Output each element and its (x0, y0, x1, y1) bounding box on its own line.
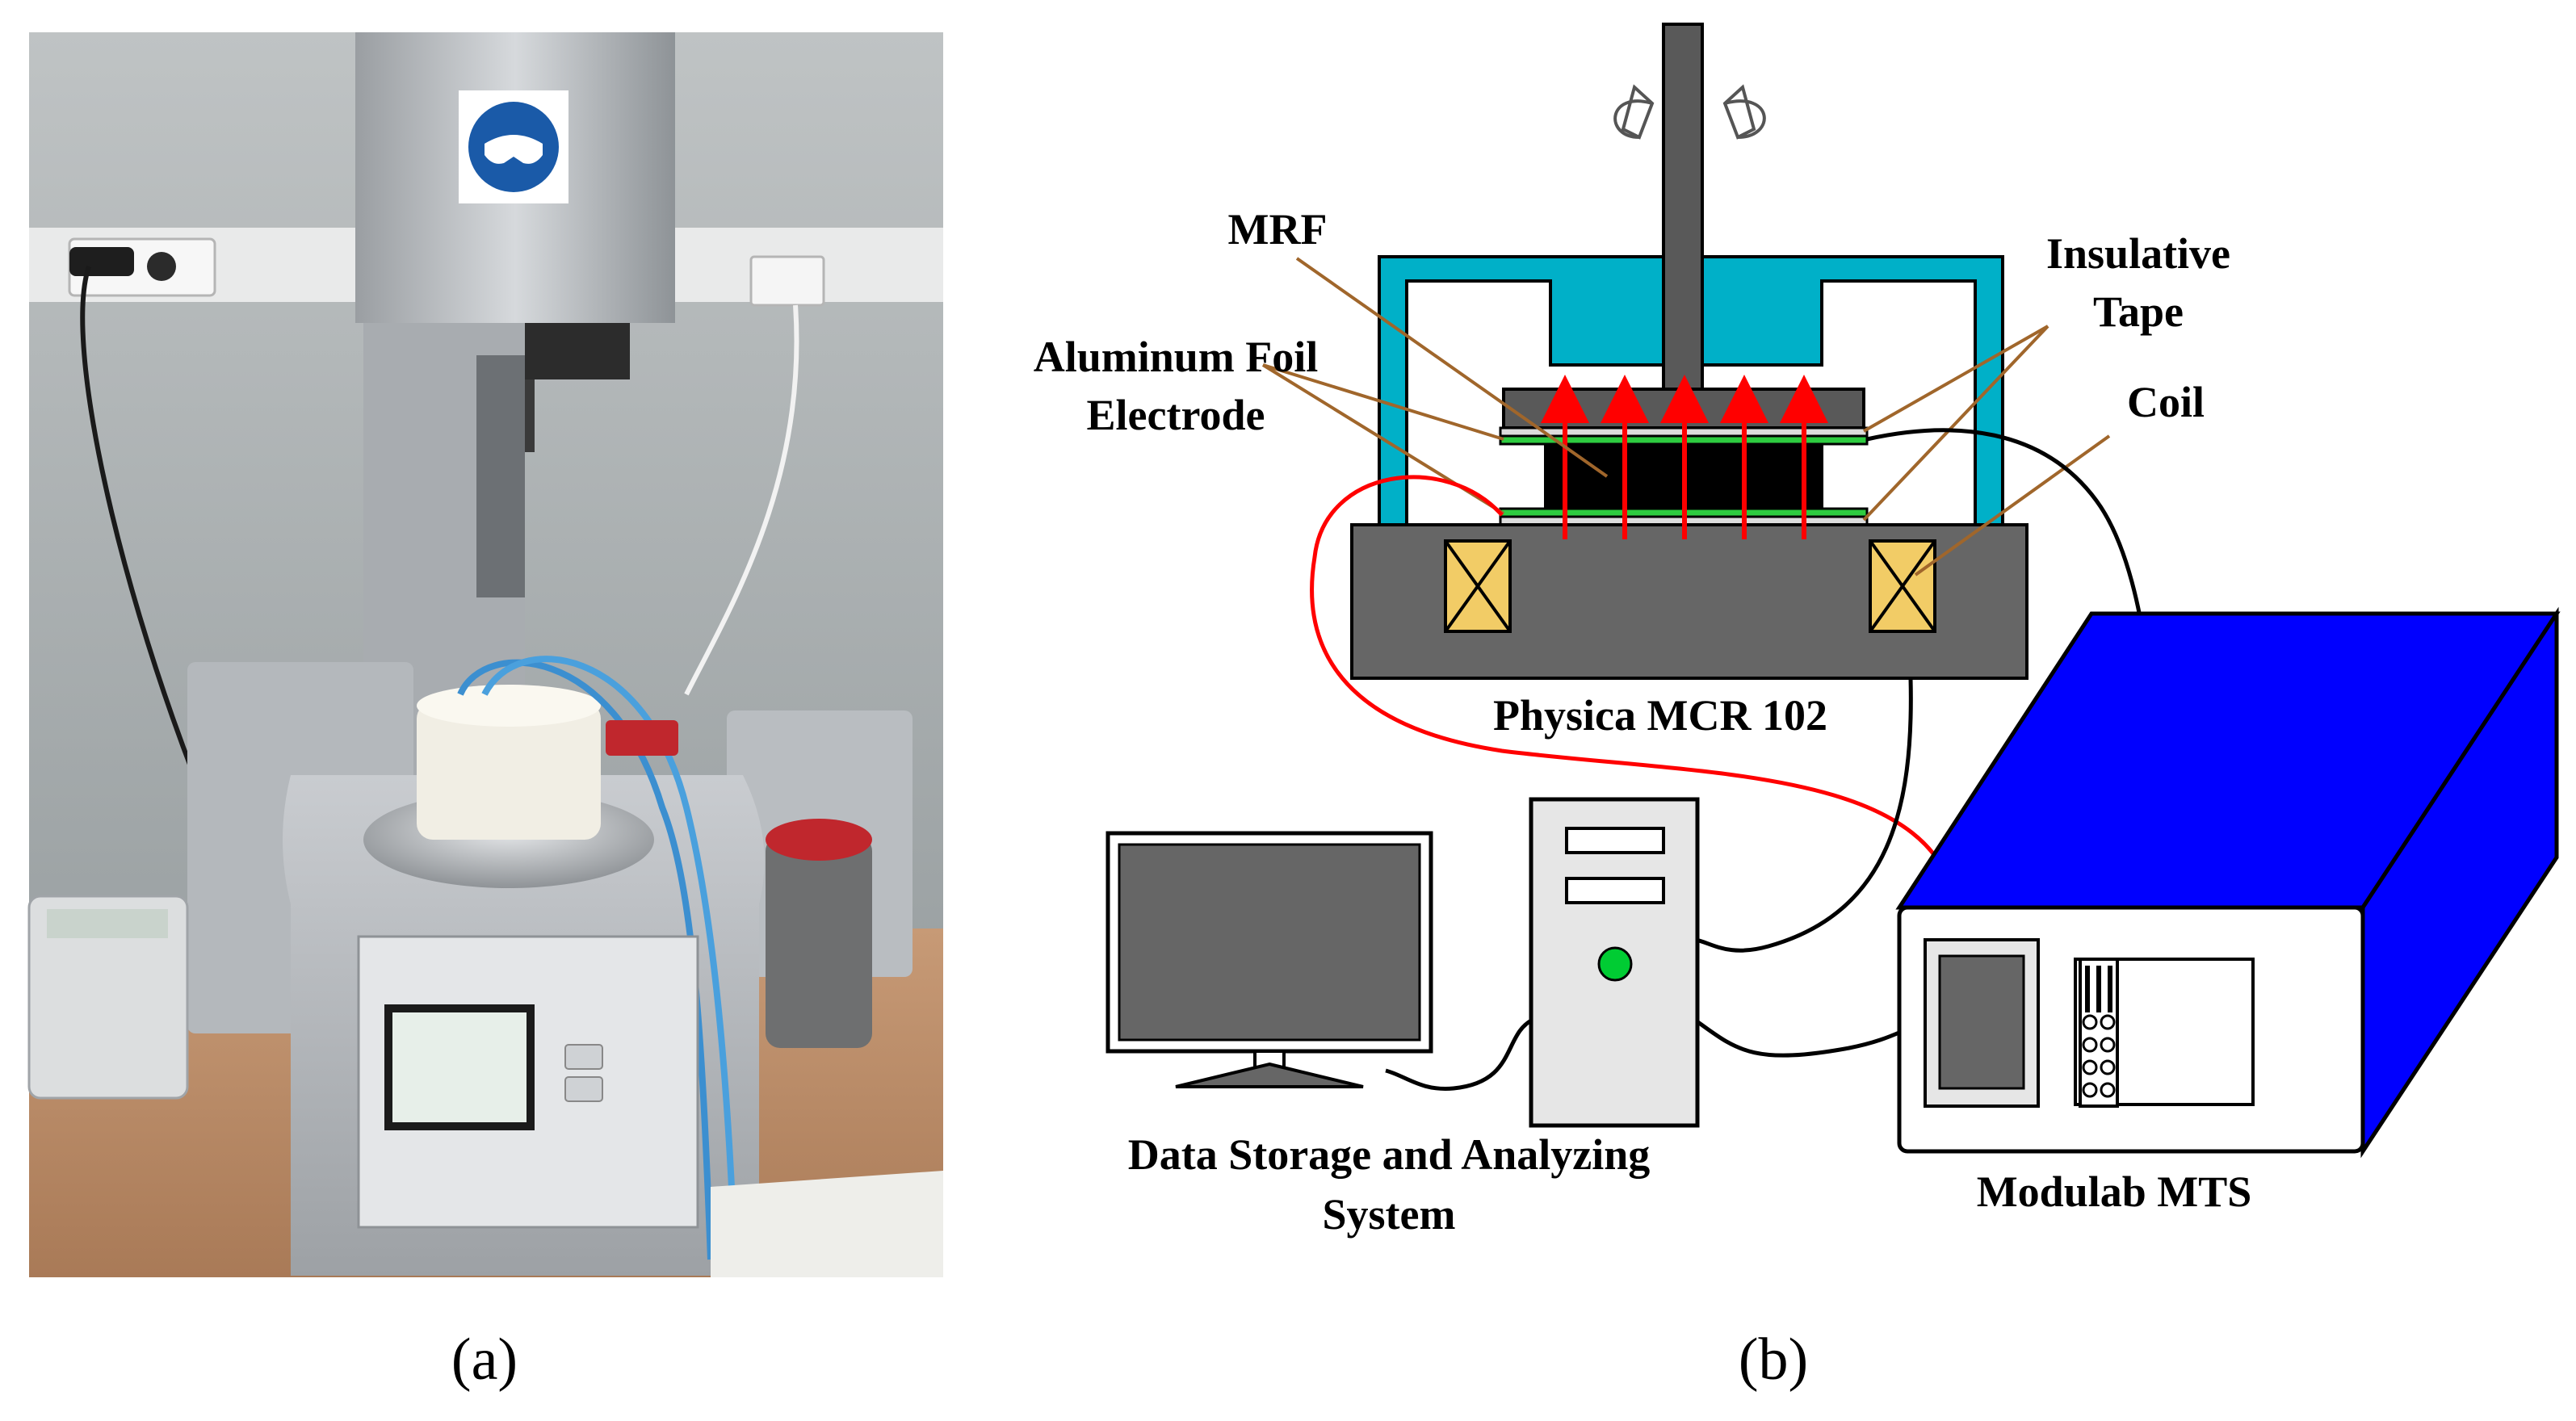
document-on-desk (711, 1171, 943, 1277)
panel-button-up (564, 1044, 603, 1070)
power-led-icon (1597, 946, 1633, 982)
column-slot (476, 355, 525, 597)
port-icon (2082, 1037, 2098, 1053)
pc-tower (1529, 797, 1700, 1128)
label-data-storage-2: System (1323, 1190, 1456, 1239)
label-insulative-1: Insulative (2046, 229, 2230, 278)
label-aluminum-foil-2: Electrode (1087, 391, 1265, 439)
red-connector (606, 720, 678, 756)
panel-a-caption: (a) (451, 1327, 518, 1393)
black-wire-pc-modulab (1694, 1018, 1926, 1058)
label-data-storage-1: Data Storage and Analyzing (1128, 1130, 1651, 1179)
port-icon (2082, 1082, 2098, 1098)
lcd-display (392, 1012, 527, 1122)
monitor-screen (1118, 843, 1421, 1042)
leader-tape-lower (1862, 325, 2049, 522)
port-icon (2100, 1082, 2116, 1098)
connector-bars (2085, 966, 2112, 1012)
leader-tape-upper (1863, 325, 2049, 433)
blue-tube-2 (481, 656, 738, 1260)
black-cable (80, 266, 196, 777)
label-aluminum-foil-1: Aluminum Foil (1034, 333, 1319, 381)
pc-drive-bay-1 (1565, 827, 1665, 854)
pc-drive-bay-2 (1565, 877, 1665, 904)
cell-top (417, 685, 601, 727)
blue-tube-1 (457, 659, 714, 1260)
canister-lid (766, 819, 872, 861)
monitor-stand (1175, 1062, 1364, 1088)
panel-a-photo (27, 32, 943, 1277)
leader-mrf (1295, 257, 1609, 478)
coil-left-icon (1444, 539, 1512, 633)
network-socket (749, 255, 825, 307)
port-icon (2082, 1059, 2098, 1075)
panel-b-caption: (b) (1739, 1327, 1808, 1393)
goggles-icon-shape (485, 135, 543, 164)
rotation-arrow-left-curve (1613, 99, 1653, 139)
rotation-arrow-left-icon (1621, 84, 1655, 140)
rotation-arrow-right-icon (1722, 84, 1756, 140)
black-wire-rheometer-pc (1695, 677, 1913, 953)
handheld-controller (27, 895, 189, 1100)
canister (766, 836, 872, 1048)
rotation-arrow-right-curve (1724, 99, 1766, 139)
label-rheometer: Physica MCR 102 (1493, 691, 1827, 740)
modulab-screen (1938, 954, 2025, 1090)
plug (69, 247, 134, 276)
magnetic-field-arrows (1541, 375, 1828, 539)
label-mrf: MRF (1228, 205, 1328, 254)
modulab-box (1895, 606, 2561, 1159)
monitor (1105, 831, 1433, 1088)
controller-display (47, 909, 168, 938)
white-cable (684, 304, 799, 696)
panel-button-down (564, 1076, 603, 1102)
label-modulab: Modulab MTS (1977, 1167, 2252, 1216)
label-insulative-2: Tape (2093, 287, 2184, 336)
leader-coil (1914, 434, 2111, 576)
leader-lines (1261, 257, 2111, 576)
label-coil: Coil (2127, 378, 2205, 426)
port-icon (2100, 1059, 2116, 1075)
cell-housing (417, 702, 601, 840)
port-icon (2100, 1014, 2116, 1030)
port-icon (2100, 1037, 2116, 1053)
leader-foil-upper (1262, 363, 1504, 441)
black-wire-pc-monitor (1385, 1016, 1536, 1092)
spindle-shaft (1662, 23, 1704, 391)
port-icon (2082, 1014, 2098, 1030)
coil-right-icon (1869, 539, 1936, 633)
connector-ports (2082, 1014, 2116, 1098)
socket-hole (147, 252, 176, 281)
panel-b-diagram: MRF Aluminum Foil Electrode Insulative T… (1034, 23, 2561, 1239)
